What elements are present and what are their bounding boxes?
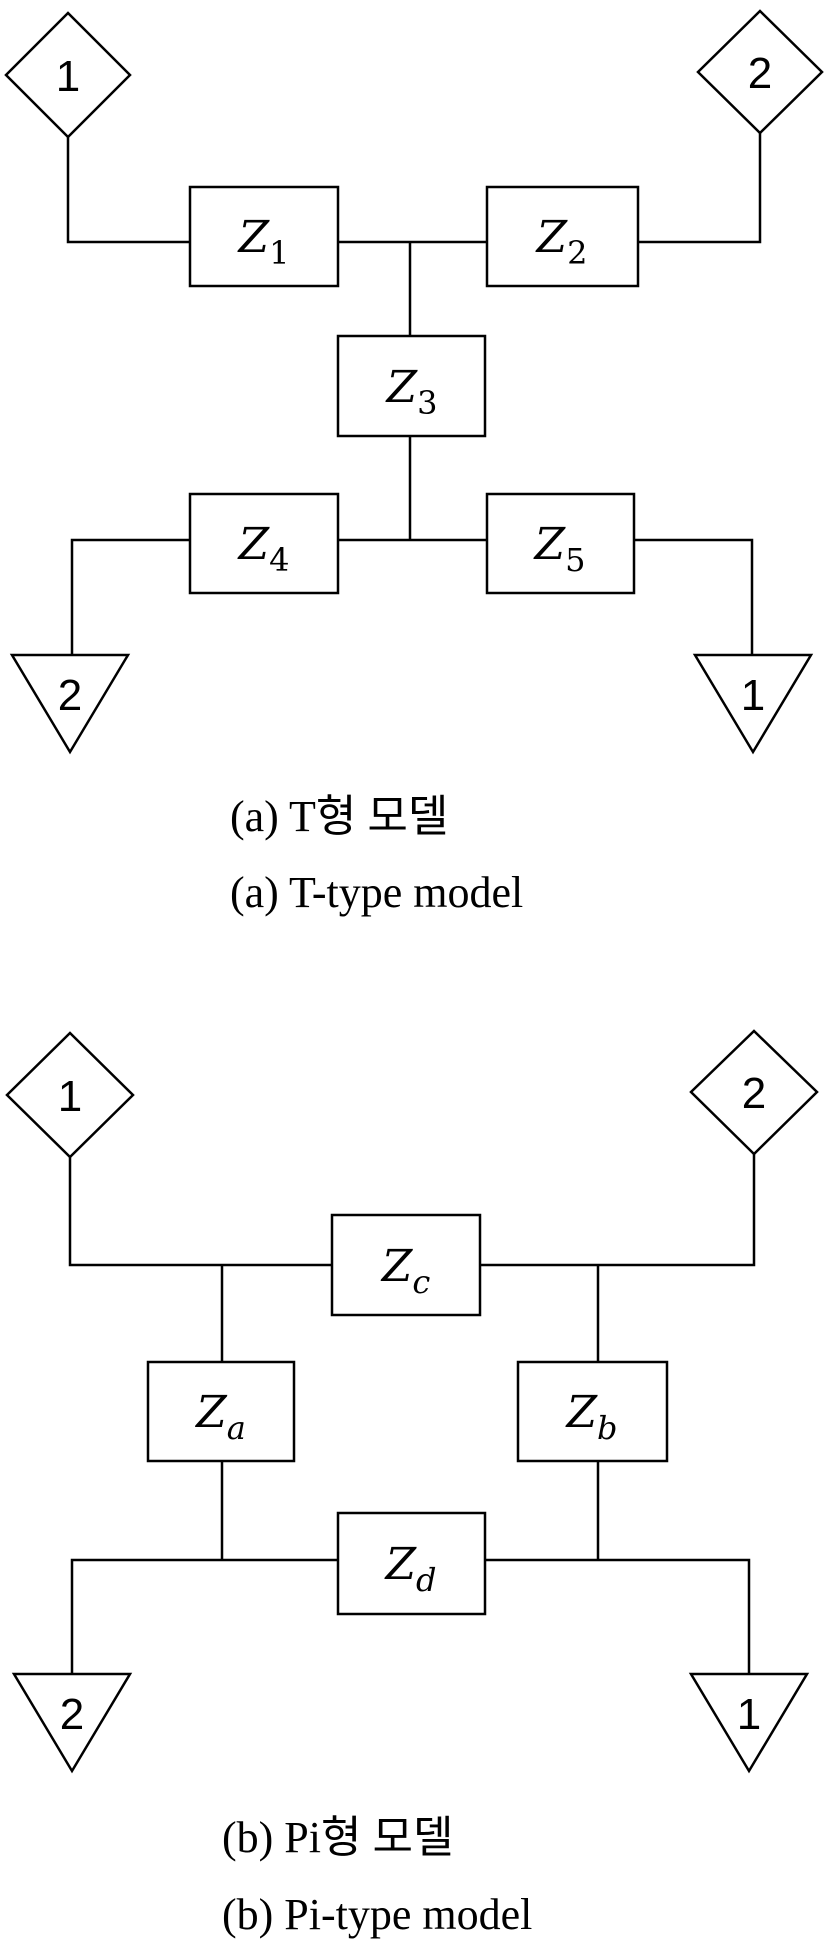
impedance-box xyxy=(188,185,340,288)
diamond-port-shape xyxy=(5,1031,135,1159)
port-number: 1 xyxy=(737,1690,761,1739)
impedance-label: Zc xyxy=(380,1241,431,1301)
t-port-top-right: 2 xyxy=(696,9,824,135)
impedance-label: Z5 xyxy=(533,519,586,579)
t-port-top-left: 1 xyxy=(4,11,132,139)
impedance-label: Zd xyxy=(383,1539,436,1599)
impedance-label: Zb xyxy=(564,1387,617,1447)
triangle-port-shape xyxy=(9,653,131,755)
wire-z2-to-port2 xyxy=(638,132,762,244)
wire-z5-to-bottom-port1 xyxy=(634,538,754,654)
impedance-box xyxy=(336,1511,487,1616)
caption-english: (a) T-type model xyxy=(230,868,523,917)
pi-model: 1 2 2 1 Zc Za Zb Zd xyxy=(5,1029,819,1939)
pi-port-bottom-left: 2 xyxy=(11,1672,133,1774)
impedance-za: Za xyxy=(146,1360,296,1463)
impedance-zc: Zc xyxy=(330,1213,482,1317)
impedance-label: Z4 xyxy=(237,519,290,579)
impedance-zd: Zd xyxy=(336,1511,487,1616)
port-number: 2 xyxy=(748,49,772,98)
impedance-z2: Z2 xyxy=(485,185,640,288)
port-number: 1 xyxy=(58,1072,82,1121)
caption-english: (b) Pi-type model xyxy=(222,1890,532,1939)
caption-korean: (a) T형 모델 xyxy=(230,792,448,841)
wire-port1-to-zc xyxy=(68,1156,332,1267)
wire-port1-to-z1 xyxy=(66,136,190,244)
port-number: 2 xyxy=(742,1069,766,1118)
t-port-bottom-right: 1 xyxy=(692,653,814,755)
triangle-port-shape xyxy=(692,653,814,755)
pi-port-top-left: 1 xyxy=(5,1031,135,1159)
diamond-port-shape xyxy=(4,11,132,139)
impedance-box xyxy=(336,334,487,438)
port-number: 1 xyxy=(741,671,765,720)
impedance-zb: Zb xyxy=(516,1360,669,1463)
impedance-label: Z3 xyxy=(385,362,438,422)
impedance-z1: Z1 xyxy=(188,185,340,288)
t-port-bottom-left: 2 xyxy=(9,653,131,755)
impedance-box xyxy=(188,492,340,595)
port-number: 2 xyxy=(58,671,82,720)
diamond-port-shape xyxy=(696,9,824,135)
triangle-port-shape xyxy=(11,1672,133,1774)
wire-zd-to-bottom-port1 xyxy=(485,1558,751,1673)
wire-bottom-port2-to-z4 xyxy=(70,538,190,654)
impedance-box xyxy=(146,1360,296,1463)
impedance-label: Za xyxy=(194,1387,246,1447)
t-model: 1 2 2 1 Z1 Z2 Z3 Z4 xyxy=(4,9,824,917)
pi-port-top-right: 2 xyxy=(689,1029,819,1156)
impedance-label: Z1 xyxy=(237,212,290,272)
impedance-box xyxy=(485,185,640,288)
wire-bottom-port2-to-zd xyxy=(70,1558,338,1673)
impedance-box xyxy=(516,1360,669,1463)
wire-zc-to-port2 xyxy=(480,1154,756,1267)
pi-port-bottom-right: 1 xyxy=(688,1672,810,1774)
port-number: 2 xyxy=(60,1690,84,1739)
impedance-z4: Z4 xyxy=(188,492,340,595)
impedance-box xyxy=(330,1213,482,1317)
impedance-z5: Z5 xyxy=(485,492,636,595)
port-number: 1 xyxy=(56,52,80,101)
t-model-wires xyxy=(66,132,762,654)
impedance-box xyxy=(485,492,636,595)
diamond-port-shape xyxy=(689,1029,819,1156)
pi-model-wires xyxy=(68,1154,756,1673)
caption-korean: (b) Pi형 모델 xyxy=(222,1813,453,1862)
impedance-label: Z2 xyxy=(535,212,588,272)
impedance-z3: Z3 xyxy=(336,334,487,438)
triangle-port-shape xyxy=(688,1672,810,1774)
